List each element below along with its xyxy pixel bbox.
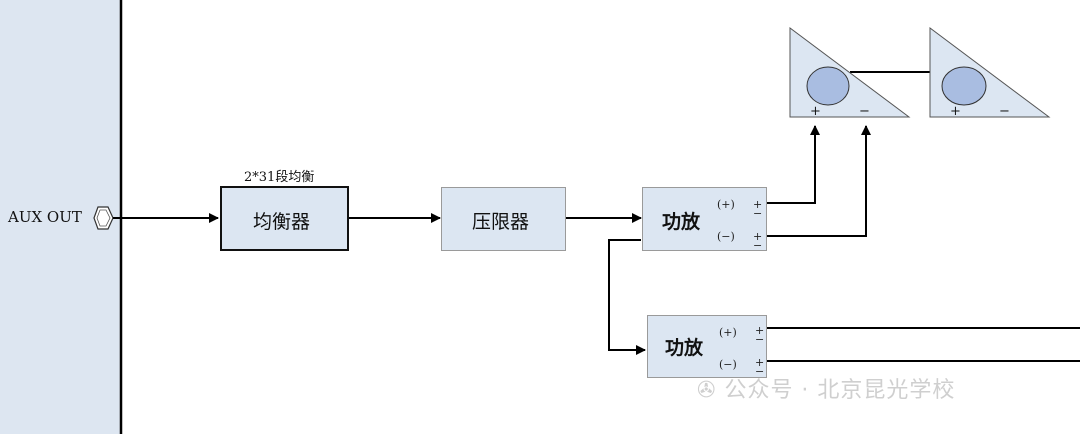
amplifier-1-neg: (−) — [717, 230, 735, 243]
limiter-block: 压限器 — [441, 187, 566, 251]
amplifier-2-pos: (+) — [719, 326, 737, 339]
wechat-icon: ✇ — [697, 378, 717, 403]
speaker-2-icon — [929, 27, 1051, 118]
amplifier-1-pos: (+) — [717, 198, 735, 211]
speaker-1-icon — [789, 27, 911, 118]
amplifier-1-term-neg-icon: +− — [753, 230, 763, 252]
equalizer-caption: 2*31段均衡 — [244, 170, 315, 185]
limiter-label: 压限器 — [472, 211, 530, 233]
amplifier-2-neg: (−) — [719, 358, 737, 371]
amplifier-1-label: 功放 — [662, 211, 701, 233]
amplifier-1-block: 功放 (+) (−) +− +− — [642, 187, 767, 251]
equalizer-block: 均衡器 — [220, 186, 349, 251]
watermark-text: 公众号 · 北京昆光学校 — [724, 378, 956, 403]
aux-out-label: AUX OUT — [8, 208, 82, 226]
speaker-1-plus: + — [810, 104, 821, 119]
amplifier-1-term-pos-icon: +− — [753, 198, 763, 220]
amplifier-2-label: 功放 — [665, 337, 704, 359]
equalizer-label: 均衡器 — [253, 211, 311, 233]
signal-wires — [113, 71, 1080, 362]
aux-connector-icon — [93, 206, 114, 230]
watermark: ✇ 公众号 · 北京昆光学校 — [697, 372, 955, 404]
speaker-2-minus: − — [999, 104, 1010, 119]
speaker-1-minus: − — [859, 104, 870, 119]
speaker-2-plus: + — [950, 104, 961, 119]
amplifier-2-term-neg-icon: +− — [755, 356, 765, 378]
amplifier-2-term-pos-icon: +− — [755, 324, 765, 346]
amplifier-2-block: 功放 (+) (−) +− +− — [647, 315, 767, 378]
